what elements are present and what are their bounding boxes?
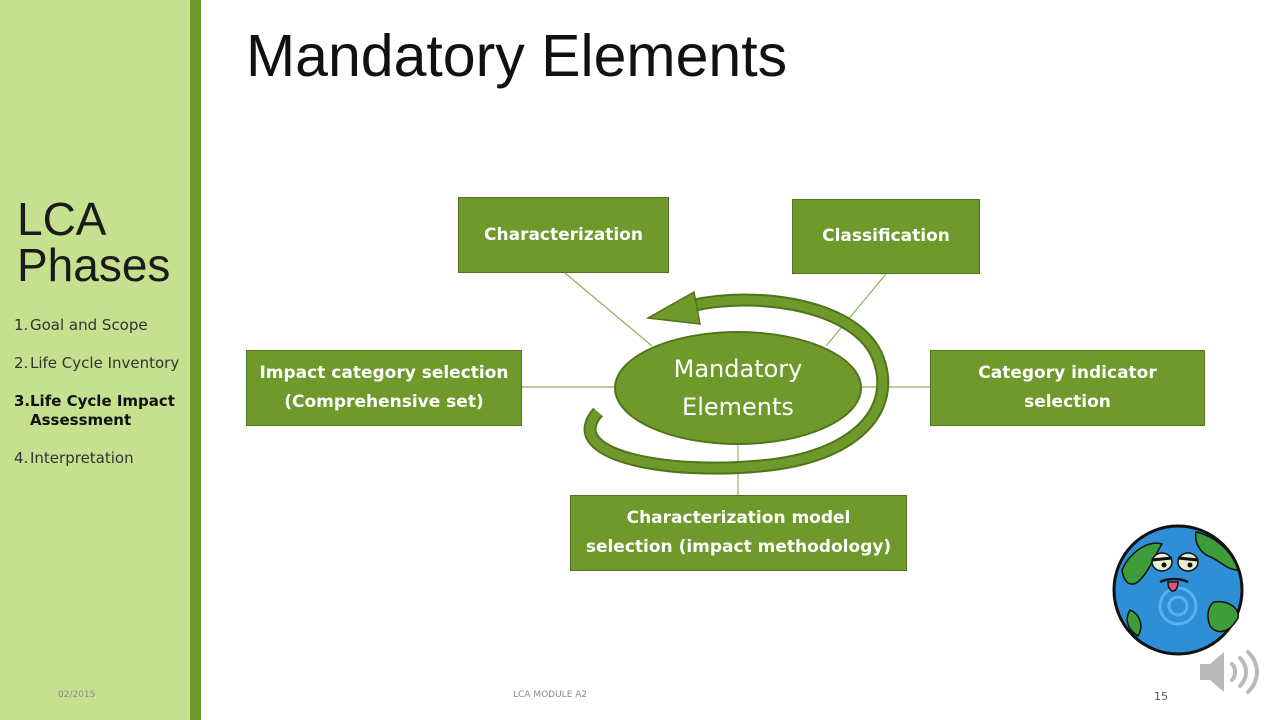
phase-item-goal-scope: 1. Goal and Scope [14,316,190,335]
sidebar-accent-bar [190,0,201,720]
footer-page-number: 15 [1154,690,1168,703]
phase-item-interpretation: 4. Interpretation [14,449,190,468]
box-classification: Classification [792,199,980,274]
phase-item-impact-assessment: 3. Life Cycle Impact Assessment [14,392,190,430]
phase-number: 4. [14,449,29,467]
phase-number: 1. [14,316,29,334]
phase-item-inventory: 2. Life Cycle Inventory [14,354,190,373]
phase-label: Life Cycle Inventory [30,354,180,372]
phase-number: 3. [14,392,31,410]
sidebar [0,0,190,720]
phase-list: 1. Goal and Scope 2. Life Cycle Inventor… [14,316,190,487]
cycle-arrow [583,290,890,475]
connector-classification [825,273,887,347]
sidebar-title: LCA Phases [17,196,187,288]
footer-date: 02/2015 [58,690,96,700]
footer-module: LCA MODULE A2 [513,690,588,700]
phase-number: 2. [14,354,29,372]
box-impact-category-selection: Impact category selection (Comprehensive… [246,350,522,426]
sick-earth-icon [1112,524,1244,656]
box-characterization: Characterization [458,197,669,273]
connector-characterization [564,272,653,347]
center-line2: Elements [682,393,794,421]
cycle-arrow-head [645,290,701,325]
box-impact-category-line1: Impact category selection [259,363,509,383]
phase-label: Goal and Scope [30,316,148,334]
box-classification-line1: Classification [822,226,950,246]
box-impact-category-line2: (Comprehensive set) [284,392,484,412]
box-category-indicator-selection: Category indicator selection [930,350,1205,426]
box-category-indicator-line1: Category indicator [978,363,1157,383]
speaker-icon[interactable] [1196,642,1266,702]
sidebar-title-line1: LCA [17,193,107,245]
box-characterization-model-line2: selection (impact methodology) [585,537,892,557]
center-line1: Mandatory [673,355,803,383]
phase-label: Interpretation [30,449,134,467]
phase-label: Life Cycle Impact Assessment [30,392,175,429]
center-mandatory-elements: Mandatory Elements [614,331,862,445]
slide-title: Mandatory Elements [246,23,788,89]
box-characterization-model-line1: Characterization model [626,508,851,528]
box-category-indicator-line2: selection [1024,392,1111,412]
box-characterization-model-selection: Characterization model selection (impact… [570,495,907,571]
sidebar-title-line2: Phases [17,239,171,291]
box-characterization-line1: Characterization [484,224,643,245]
